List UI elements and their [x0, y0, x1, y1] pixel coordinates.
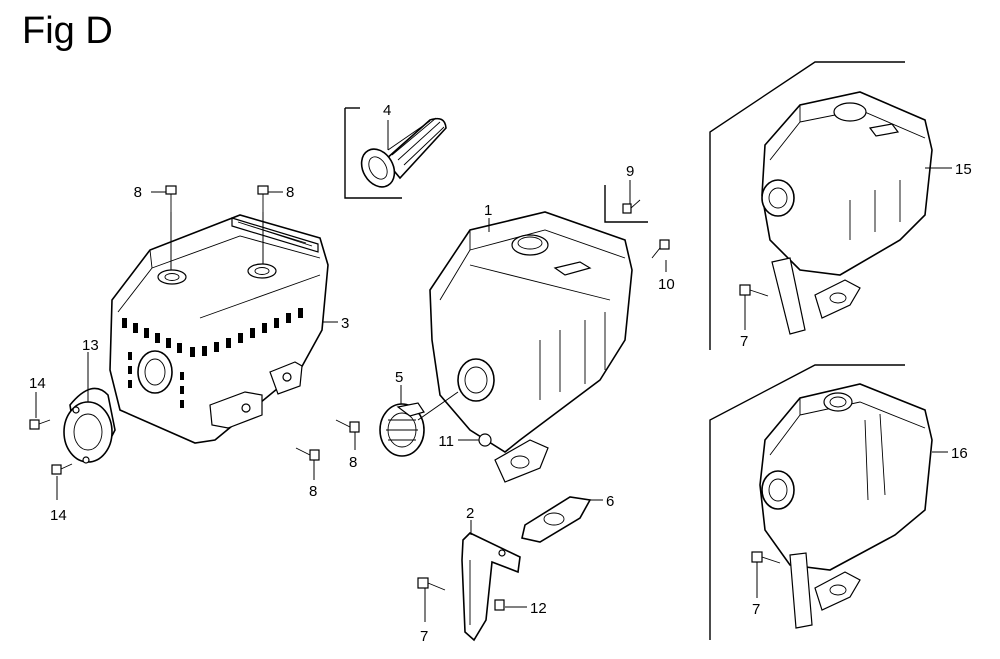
muffler-assembly-16 — [759, 383, 933, 629]
callout-13: 13 — [82, 337, 99, 354]
callouts: 8 8 3 4 1 9 10 5 11 6 2 12 7 7 7 15 16 1… — [29, 102, 972, 645]
callout-5: 5 — [395, 369, 403, 386]
callout-14: 14 — [29, 375, 46, 392]
muffler-assembly-15 — [761, 91, 933, 335]
callout-8: 8 — [309, 483, 317, 500]
callout-14: 14 — [50, 507, 67, 524]
callout-6: 6 — [606, 493, 614, 510]
callout-7: 7 — [752, 601, 760, 618]
callout-7: 7 — [420, 628, 428, 645]
callout-7: 7 — [740, 333, 748, 350]
callout-15: 15 — [955, 161, 972, 178]
callout-1: 1 — [484, 202, 492, 219]
callout-12: 12 — [530, 600, 547, 617]
muffler-gasket — [521, 496, 592, 543]
muffler-main — [429, 211, 633, 483]
callout-9: 9 — [626, 163, 634, 180]
callout-2: 2 — [466, 505, 474, 522]
callout-3: 3 — [341, 315, 349, 332]
callout-4: 4 — [383, 102, 391, 119]
inset-frame-muffler-16 — [709, 364, 905, 640]
muffler-screen — [360, 117, 447, 188]
inset-frame-muffler-15 — [709, 61, 905, 350]
inset-frame-bolt — [604, 185, 648, 223]
callout-11: 11 — [438, 433, 454, 450]
callout-16: 16 — [951, 445, 968, 462]
figure-title: Fig D — [22, 10, 113, 52]
muffler-stay — [461, 532, 521, 642]
callout-8: 8 — [349, 454, 357, 471]
callout-10: 10 — [658, 276, 675, 293]
inset-frame-screen — [344, 108, 402, 199]
spark-arrester-cap — [63, 387, 116, 464]
muffler-protector — [109, 214, 329, 444]
callout-8: 8 — [286, 184, 294, 201]
callout-8: 8 — [134, 184, 142, 201]
leader-lines — [35, 120, 952, 622]
muffler-outlet-cap — [379, 402, 425, 457]
